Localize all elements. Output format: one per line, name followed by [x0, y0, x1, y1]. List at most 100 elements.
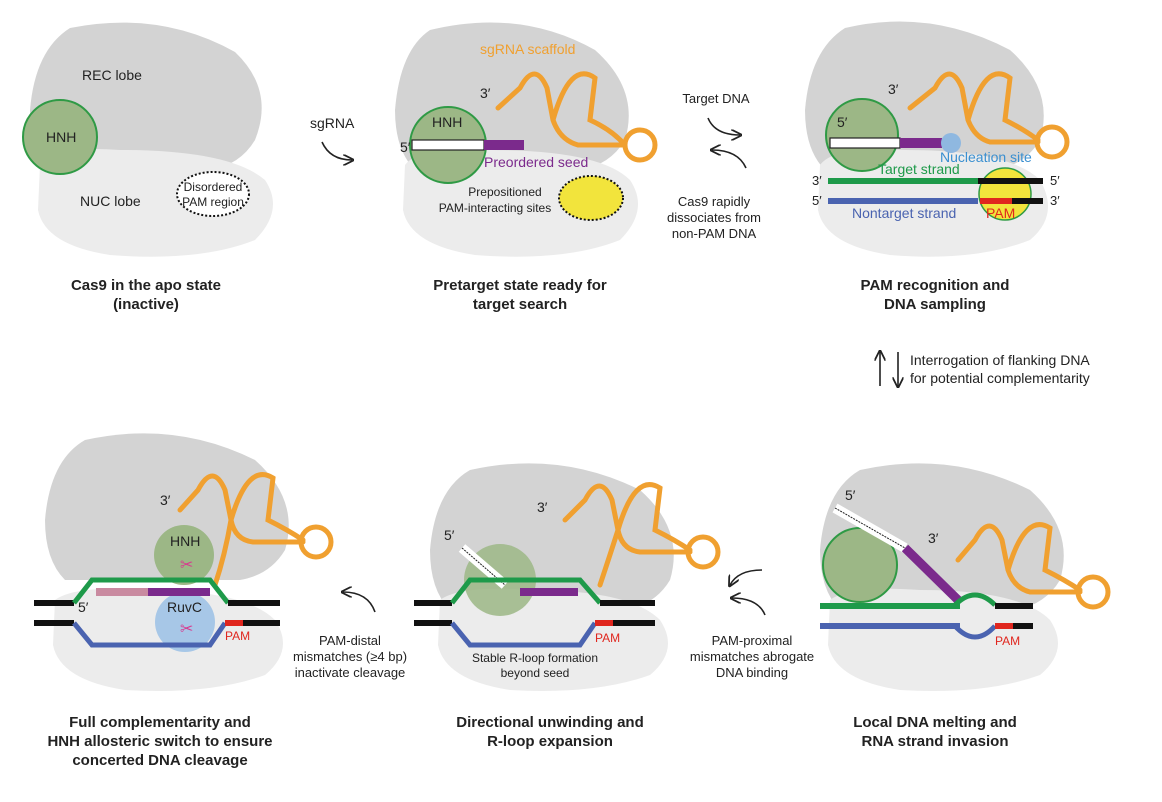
forward-arrow-icon: [730, 569, 763, 585]
caption-melting-1: Local DNA melting and: [853, 714, 1017, 731]
seed-region: [520, 588, 578, 596]
caption-pretarget-1: Pretarget state ready for: [433, 277, 607, 294]
guide-spacer: [411, 139, 485, 151]
caption-full-1: Full complementarity and: [69, 714, 251, 731]
nontarget-strand: [820, 623, 960, 629]
proximal-label-2: mismatches abrogate: [690, 649, 814, 664]
pam-strand: [225, 620, 243, 626]
five-prime-label: 5′: [845, 487, 856, 503]
dissociate-label-2: dissociates from: [667, 210, 761, 225]
five-prime-label: 5′: [400, 139, 411, 155]
caption-melting-2: RNA strand invasion: [862, 733, 1009, 750]
proximal-label-3: DNA binding: [716, 665, 788, 680]
hnh-domain: [22, 99, 98, 175]
pam-interacting-sites: [558, 175, 624, 221]
end-top-right: 5′: [1050, 173, 1060, 188]
proximal-label-1: PAM-proximal: [712, 633, 793, 648]
three-prime-label: 3′: [480, 85, 491, 101]
hnh-label: HNH: [46, 129, 76, 145]
dissociate-label-3: non-PAM DNA: [672, 226, 757, 241]
reverse-arrow-icon: [712, 150, 747, 169]
sgrna-scaffold: [955, 522, 1111, 610]
reverse-arrow-icon: [343, 592, 376, 613]
nuc-lobe-label: NUC lobe: [80, 193, 141, 209]
target-strand: [828, 178, 978, 184]
pam-label: PAM: [595, 631, 620, 645]
panel-rloop-expansion: 3′ 5′ PAM Stable R-loop formation beyond…: [414, 463, 721, 750]
scissors-icon: ✂: [180, 619, 193, 638]
five-prime-label: 5′: [444, 527, 455, 543]
nuc-lobe-shape: [828, 588, 1058, 691]
end-bottom-left: 5′: [812, 193, 822, 208]
melted-bubble-bottom: [953, 624, 997, 640]
ruvc-domain: [155, 592, 215, 652]
three-prime-label: 3′: [928, 530, 939, 546]
arrow-sgrna-icon: [321, 141, 352, 160]
caption-full-2: HNH allosteric switch to ensure: [47, 733, 272, 750]
sgrna-scaffold: [177, 472, 334, 588]
preordered-seed: [484, 140, 524, 150]
pam-label: PAM: [225, 629, 250, 643]
panel-dna-melting: 5′ 3′ PAM Local DNA melting and RNA stra…: [820, 463, 1111, 750]
five-prime-label: 5′: [837, 114, 848, 130]
nontarget-flank-right: [613, 620, 655, 626]
target-strand: [72, 577, 230, 605]
nontarget-strand-label: Nontarget strand: [852, 205, 956, 221]
caption-apo-2: (inactive): [113, 296, 179, 313]
arrow-pam-distal: PAM-distal mismatches (≥4 bp) inactivate…: [293, 592, 407, 680]
pam-strand: [595, 620, 613, 626]
pam-label: PAM: [986, 205, 1015, 221]
guide-spacer-outline: [461, 547, 506, 586]
sites-label-1: Prepositioned: [468, 185, 541, 199]
interrogation-label-2: for potential complementarity: [910, 370, 1090, 386]
panel-pretarget-state: HNH sgRNA scaffold 3′ 5′ Preordered seed…: [395, 22, 658, 313]
five-prime-label: 5′: [78, 599, 89, 615]
seed-region: [148, 588, 210, 596]
target-flank: [995, 603, 1033, 609]
guide-distal: [96, 588, 148, 596]
arrow-pam-proximal: PAM-proximal mismatches abrogate DNA bin…: [690, 569, 814, 680]
nontarget-strand: [828, 198, 978, 204]
target-strand: [450, 577, 602, 605]
three-prime-label: 3′: [888, 81, 899, 97]
three-prime-label: 3′: [160, 492, 171, 508]
arrow-interrogation: Interrogation of flanking DNA for potent…: [880, 352, 1090, 386]
panel-pam-recognition: 5′ 3′ Nucleation site Target strand Nont…: [805, 21, 1070, 313]
rloop-label-1: Stable R-loop formation: [472, 651, 598, 665]
disordered-label-1: Disordered: [184, 180, 243, 194]
seed-region: [901, 544, 962, 604]
nontarget-flank: [1013, 623, 1033, 629]
nontarget-strand: [72, 621, 228, 648]
panel-full-complementarity: HNH RuvC 3′ 5′ PAM ✂ ✂ Full complementar…: [34, 433, 334, 769]
caption-rloop-1: Directional unwinding and: [456, 714, 644, 731]
scaffold-label: sgRNA scaffold: [480, 41, 575, 57]
nontarget-flank-right: [243, 620, 280, 626]
arrow-sgrna-label: sgRNA: [310, 115, 355, 131]
hnh-label: HNH: [432, 114, 462, 130]
nontarget-strand: [450, 621, 598, 648]
hnh-domain: [825, 98, 899, 172]
caption-apo-1: Cas9 in the apo state: [71, 277, 221, 294]
three-prime-label: 3′: [537, 499, 548, 515]
distal-label-3: inactivate cleavage: [295, 665, 406, 680]
scissors-icon: ✂: [180, 555, 193, 574]
end-bottom-right: 3′: [1050, 193, 1060, 208]
nucleation-label: Nucleation site: [940, 149, 1032, 165]
sgrna-scaffold: [907, 71, 1070, 160]
nucleation-site-marker: [941, 133, 961, 153]
caption-pam-1: PAM recognition and: [861, 277, 1010, 294]
caption-pretarget-2: target search: [473, 296, 567, 313]
melted-bubble-top: [953, 592, 997, 607]
rloop-label-2: beyond seed: [501, 666, 570, 680]
hnh-label: HNH: [170, 533, 200, 549]
guide-spacer-outline: [834, 507, 906, 549]
guide-spacer: [829, 137, 901, 149]
caption-full-3: concerted DNA cleavage: [72, 752, 247, 769]
caption-rloop-2: R-loop expansion: [487, 733, 613, 750]
target-strand-flank-right: [600, 600, 655, 606]
target-flank-right: [228, 600, 280, 606]
disordered-pam-region: [176, 171, 250, 217]
target-strand-label: Target strand: [878, 161, 960, 177]
arrow-sgrna: sgRNA: [310, 115, 355, 160]
